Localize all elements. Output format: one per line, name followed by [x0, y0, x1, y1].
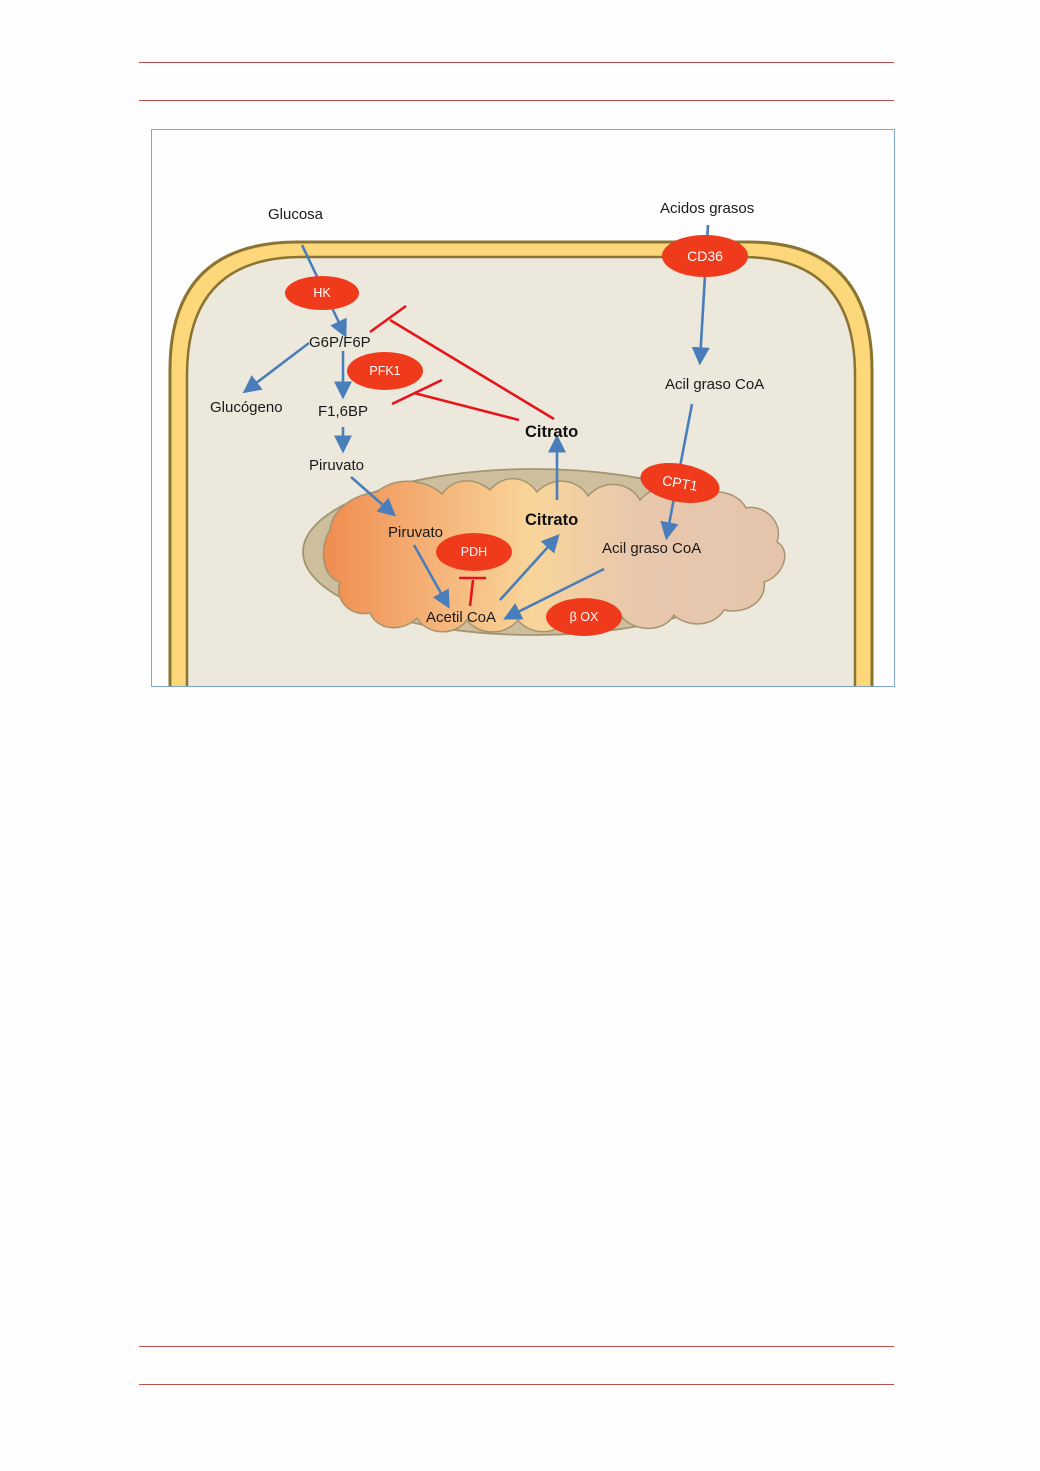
label-piruvato-mito: Piruvato: [388, 524, 443, 541]
footer-rule-bottom: [139, 1384, 894, 1385]
label-f16bp: F1,6BP: [318, 403, 368, 420]
arrow-acetilcoa-to-citrato: [499, 533, 560, 601]
enzyme-cpt1: CPT1: [640, 463, 720, 503]
enzyme-cd36: CD36: [662, 235, 748, 277]
enzyme-beta-ox: β OX: [546, 598, 622, 636]
metabolism-figure: HK PFK1 CD36 CPT1 PDH β OX Glucosa Acido…: [151, 129, 895, 687]
enzyme-pdh: PDH: [436, 533, 512, 571]
label-acidos-grasos: Acidos grasos: [660, 200, 754, 217]
label-citrato-cytosol: Citrato: [525, 423, 578, 441]
arrow-acilcoa-to-acetilcoa: [503, 567, 605, 620]
footer-rule-top: [139, 1346, 894, 1347]
enzyme-pdh-label: PDH: [461, 545, 487, 559]
label-glucosa: Glucosa: [268, 206, 324, 223]
inhibition-citrato-to-g6p: [389, 318, 555, 421]
label-citrato-mito: Citrato: [525, 511, 578, 529]
enzyme-pfk1: PFK1: [347, 352, 423, 390]
label-g6p-f6p: G6P/F6P: [309, 334, 371, 351]
enzyme-beta-ox-label: β OX: [570, 610, 599, 624]
enzyme-pfk1-label: PFK1: [369, 364, 400, 378]
header-rule-bottom: [139, 100, 894, 101]
label-acetil-coa: Acetil CoA: [426, 609, 496, 626]
arrow-piruvato-into-mito: [350, 476, 397, 517]
label-glucogeno: Glucógeno: [210, 399, 283, 416]
enzyme-cpt1-label: CPT1: [661, 472, 699, 494]
metabolism-diagram: HK PFK1 CD36 CPT1 PDH β OX Glucosa Acido…: [168, 200, 874, 686]
inhibition-bar-pfk1: [391, 378, 443, 406]
header-rule-top: [139, 62, 894, 63]
label-piruvato-cytosol: Piruvato: [309, 457, 364, 474]
inhibition-citrato-to-pfk1: [413, 391, 520, 422]
label-acil-graso-coa-cytosol: Acil graso CoA: [665, 376, 764, 393]
inhibition-bar-g6p: [369, 304, 407, 334]
label-acil-graso-coa-mito: Acil graso CoA: [602, 540, 701, 557]
enzyme-hk-label: HK: [313, 286, 331, 300]
enzyme-hk: HK: [285, 276, 359, 310]
enzyme-cd36-label: CD36: [687, 248, 723, 264]
arrow-piruvato-to-acetilcoa: [412, 544, 450, 609]
inhibition-acetilcoa-to-pdh: [468, 579, 475, 607]
arrow-g6p-to-glucogeno: [242, 341, 310, 394]
